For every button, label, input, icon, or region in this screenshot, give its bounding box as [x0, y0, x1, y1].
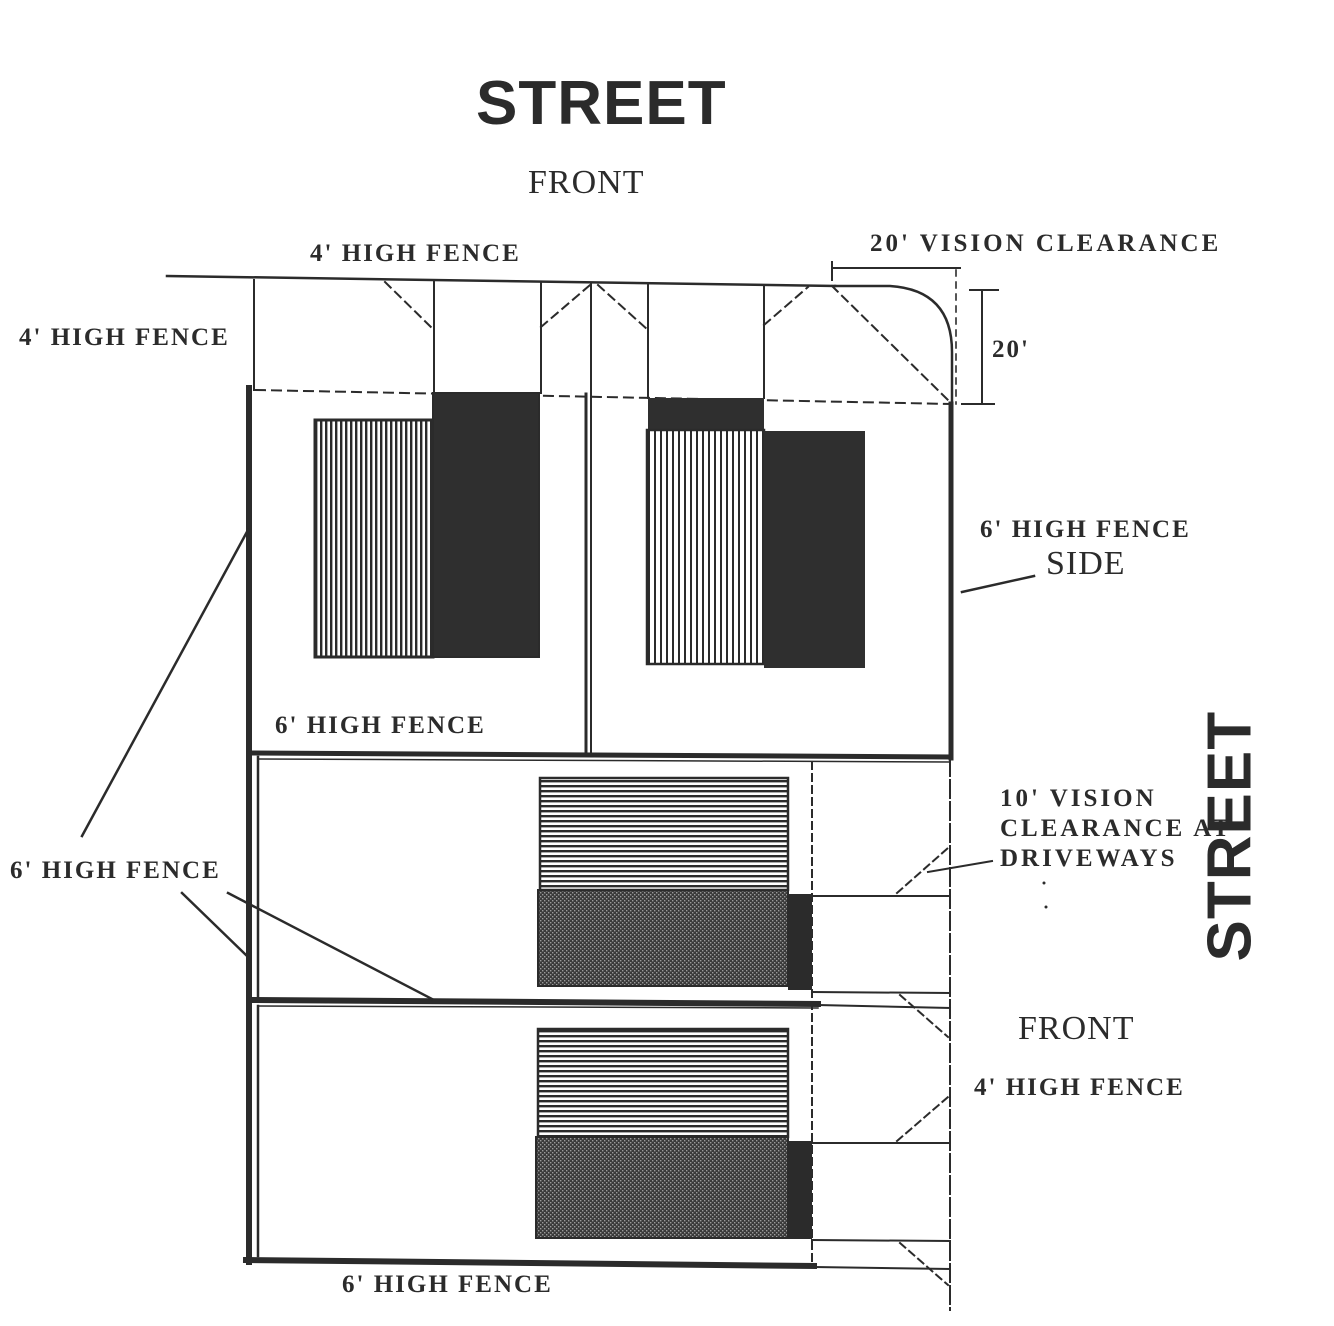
- leader-vision-10: [926, 859, 994, 874]
- leader-left-fence-lower: [180, 891, 248, 957]
- vision-triangle-2b: [762, 285, 810, 327]
- middle-vision-diag: [895, 846, 950, 895]
- fence-4-left-label: 4' HIGH FENCE: [19, 324, 230, 351]
- bottom-vision-diag-upper: [898, 993, 950, 1039]
- front-right-label: FRONT: [1018, 1010, 1135, 1047]
- house-2-solid-block: [764, 431, 865, 668]
- vision-10-line2: CLEARANCE AT: [1000, 815, 1233, 842]
- house-3-stripe-block: [538, 776, 790, 892]
- vision-triangle-2a: [596, 283, 650, 332]
- front-property-line: [165, 274, 837, 288]
- bottom-vision-diag-lower: [898, 1241, 950, 1287]
- leader-side: [960, 574, 1036, 594]
- corner-vision-diagonal: [830, 284, 952, 404]
- street-top-label: STREET: [476, 69, 727, 138]
- bottom-vision-diag: [895, 1095, 950, 1143]
- bottom-lot-top-inner: [257, 1005, 819, 1009]
- front-top-label: FRONT: [528, 164, 645, 201]
- house-3-solid-block: [788, 894, 812, 990]
- house-1-stripe-block: [313, 418, 435, 659]
- side-fence-middle-ext: [816, 1003, 952, 1010]
- house-2-garage-top: [648, 398, 764, 430]
- bottom-driveway-bottom: [810, 1238, 952, 1243]
- house-4-stipple-block: [535, 1136, 789, 1239]
- house-1-garage-block: [432, 392, 540, 658]
- side-fence-middle: [250, 996, 822, 1008]
- fence-6-side-label: 6' HIGH FENCE: [980, 516, 1191, 543]
- leader-left-fence-mid: [226, 891, 434, 1001]
- middle-driveway-bottom: [810, 990, 952, 995]
- bottom-rear-fence: [242, 1256, 818, 1270]
- dimension-20-label: 20': [992, 336, 1030, 363]
- street-right-label: STREET: [1195, 710, 1265, 962]
- fence-4-right-label: 4' HIGH FENCE: [974, 1074, 1185, 1101]
- bottom-fence-ext: [812, 1265, 952, 1271]
- speck: [1044, 905, 1048, 909]
- speck: [1042, 881, 1046, 885]
- corner-curve: [833, 284, 954, 407]
- fence-6-left-label: 6' HIGH FENCE: [10, 857, 221, 884]
- fence-6-mid-label: 6' HIGH FENCE: [275, 712, 486, 739]
- leader-left-fence-upper: [80, 528, 250, 838]
- rear-fence-top-lots: [247, 750, 954, 760]
- house-2-stripe-block: [645, 428, 766, 666]
- side-label: SIDE: [1046, 545, 1126, 582]
- fence-4-top-label: 4' HIGH FENCE: [310, 240, 521, 267]
- vision-clearance-20-label: 20' VISION CLEARANCE: [870, 230, 1222, 257]
- house-3-stipple-block: [537, 889, 789, 987]
- middle-lot-top-inner: [257, 758, 951, 763]
- vision-10-line1: 10' VISION: [1000, 785, 1157, 812]
- vision-10-line3: DRIVEWAYS: [1000, 845, 1178, 872]
- vision-triangle-1b: [539, 283, 592, 329]
- front-setback-dashed: [254, 388, 954, 406]
- house-4-stripe-block: [536, 1027, 790, 1139]
- vision-triangle-1a: [383, 280, 436, 332]
- house-4-solid-block: [788, 1141, 812, 1239]
- fence-6-bottom-label: 6' HIGH FENCE: [342, 1271, 553, 1298]
